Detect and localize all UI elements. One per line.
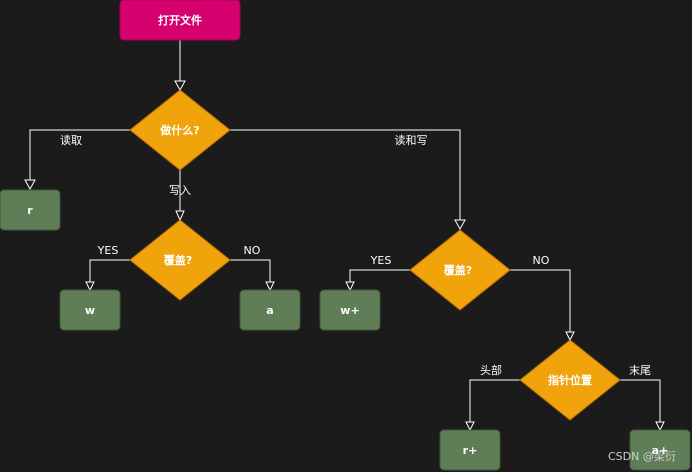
arrow-head xyxy=(465,421,475,432)
result-a[interactable]: a xyxy=(239,289,301,331)
edge-write-no xyxy=(230,259,271,283)
result-aplus-label: a+ xyxy=(652,444,669,457)
result-w[interactable]: w xyxy=(59,289,121,331)
start-node-shape xyxy=(119,0,241,41)
edge-rw-no xyxy=(510,269,571,333)
result-w-label: w xyxy=(85,304,95,317)
edge-write-yes xyxy=(89,259,130,283)
decision-write[interactable]: 覆盖? xyxy=(129,219,231,301)
decision-read-write-shape xyxy=(409,229,511,311)
decision-pointer-shape xyxy=(519,339,621,421)
arrow-head xyxy=(85,281,95,292)
edge-label-pointer-tail: 末尾 xyxy=(629,363,651,377)
result-wplus-label: w+ xyxy=(340,304,359,317)
edge-read xyxy=(29,129,130,181)
arrow-head xyxy=(565,331,575,342)
edge-label-rw-yes: YES xyxy=(370,254,392,267)
decision-pointer-label: 指针位置 xyxy=(548,373,592,387)
edge-label-read-write: 读和写 xyxy=(395,133,428,147)
start-node-label: 打开文件 xyxy=(158,13,202,27)
decision-pointer[interactable]: 指针位置 xyxy=(519,339,621,421)
arrow-head xyxy=(345,281,355,292)
result-r[interactable]: r xyxy=(0,189,61,231)
edge-label-pointer-head: 头部 xyxy=(480,363,502,377)
edge-label-write: 写入 xyxy=(169,184,191,197)
edge-pointer-tail xyxy=(620,379,661,423)
start-node[interactable]: 打开文件 xyxy=(119,0,241,41)
result-rplus-shape xyxy=(439,429,501,471)
edge-label-write-no: NO xyxy=(244,244,261,257)
result-r-shape xyxy=(0,189,61,231)
arrow-head xyxy=(655,421,665,432)
decision-write-label: 覆盖? xyxy=(164,253,192,267)
result-r-label: r xyxy=(27,204,33,217)
result-aplus-shape xyxy=(629,429,691,471)
result-rplus-label: r+ xyxy=(463,444,478,457)
decision-write-shape xyxy=(129,219,231,301)
edge-rw-yes xyxy=(349,269,410,283)
decision-read-write[interactable]: 覆盖? xyxy=(409,229,511,311)
result-wplus[interactable]: w+ xyxy=(319,289,381,331)
result-w-shape xyxy=(59,289,121,331)
arrow-head xyxy=(454,219,466,231)
decision-main[interactable]: 做什么? xyxy=(129,89,231,171)
edge-pointer-head xyxy=(469,379,520,423)
edge-label-rw-no: NO xyxy=(533,254,550,267)
decision-main-label: 做什么? xyxy=(159,123,199,137)
arrow-head xyxy=(175,210,185,222)
result-a-shape xyxy=(239,289,301,331)
decision-read-write-label: 覆盖? xyxy=(444,263,472,277)
edge-label-read: 读取 xyxy=(60,133,82,147)
edge-label-write-yes: YES xyxy=(97,244,119,257)
arrow-head xyxy=(24,179,36,191)
watermark-text: CSDN @梁衍 xyxy=(608,449,676,463)
arrow-head xyxy=(174,80,186,92)
result-aplus[interactable]: a+ xyxy=(629,429,691,471)
result-a-label: a xyxy=(266,304,273,317)
decision-main-shape xyxy=(129,89,231,171)
edge-labels: 读取 写入 读和写 YES NO YES NO 头部 末尾 xyxy=(60,133,651,377)
result-rplus[interactable]: r+ xyxy=(439,429,501,471)
arrow-head xyxy=(265,281,275,292)
result-wplus-shape xyxy=(319,289,381,331)
edges xyxy=(24,40,665,432)
edge-read-write xyxy=(230,129,461,221)
